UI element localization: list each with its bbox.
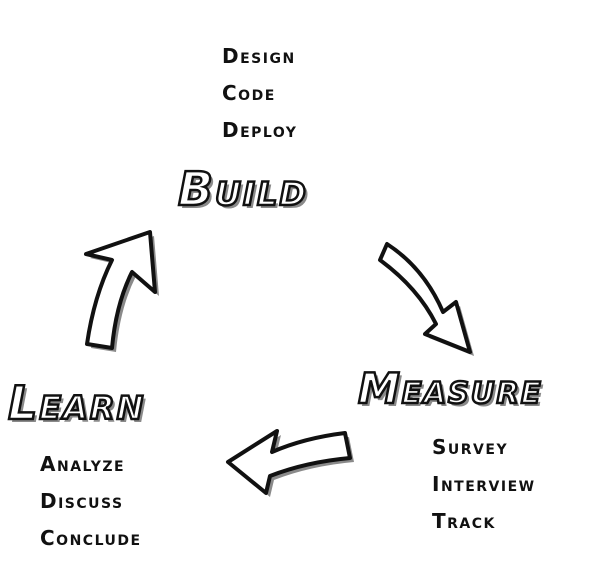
measure-activity-item: Track: [432, 509, 496, 533]
build-activities-list: Design Code Deploy: [222, 46, 297, 157]
learn-activities-list: Analyze Discuss Conclude: [40, 454, 142, 565]
learn-phase-title: Learn: [7, 376, 146, 430]
curved-arrow-down-right-icon: [378, 242, 472, 354]
learn-activity-item: Conclude: [40, 526, 142, 550]
build-activity-item: Deploy: [222, 118, 298, 142]
cycle-arrows: [84, 230, 474, 497]
learn-activity-item: Analyze: [40, 452, 126, 476]
build-activity-item: Design: [222, 44, 296, 68]
build-measure-learn-diagram: Design Code Deploy Build Measure Survey …: [7, 46, 543, 548]
arrow-learn-to-build: [84, 230, 159, 352]
arrow-build-to-measure: [378, 242, 474, 356]
curved-arrow-left-icon: [226, 429, 352, 495]
build-phase-title: Build: [177, 162, 308, 216]
build-activity-item: Code: [222, 81, 276, 105]
measure-activity-item: Survey: [432, 435, 509, 459]
curved-arrow-up-icon: [84, 230, 157, 350]
measure-activities-list: Survey Interview Track: [432, 437, 536, 548]
measure-phase-title: Measure: [357, 364, 543, 413]
learn-activity-item: Discuss: [40, 489, 124, 513]
arrow-measure-to-learn: [226, 429, 354, 497]
measure-activity-item: Interview: [432, 472, 536, 496]
